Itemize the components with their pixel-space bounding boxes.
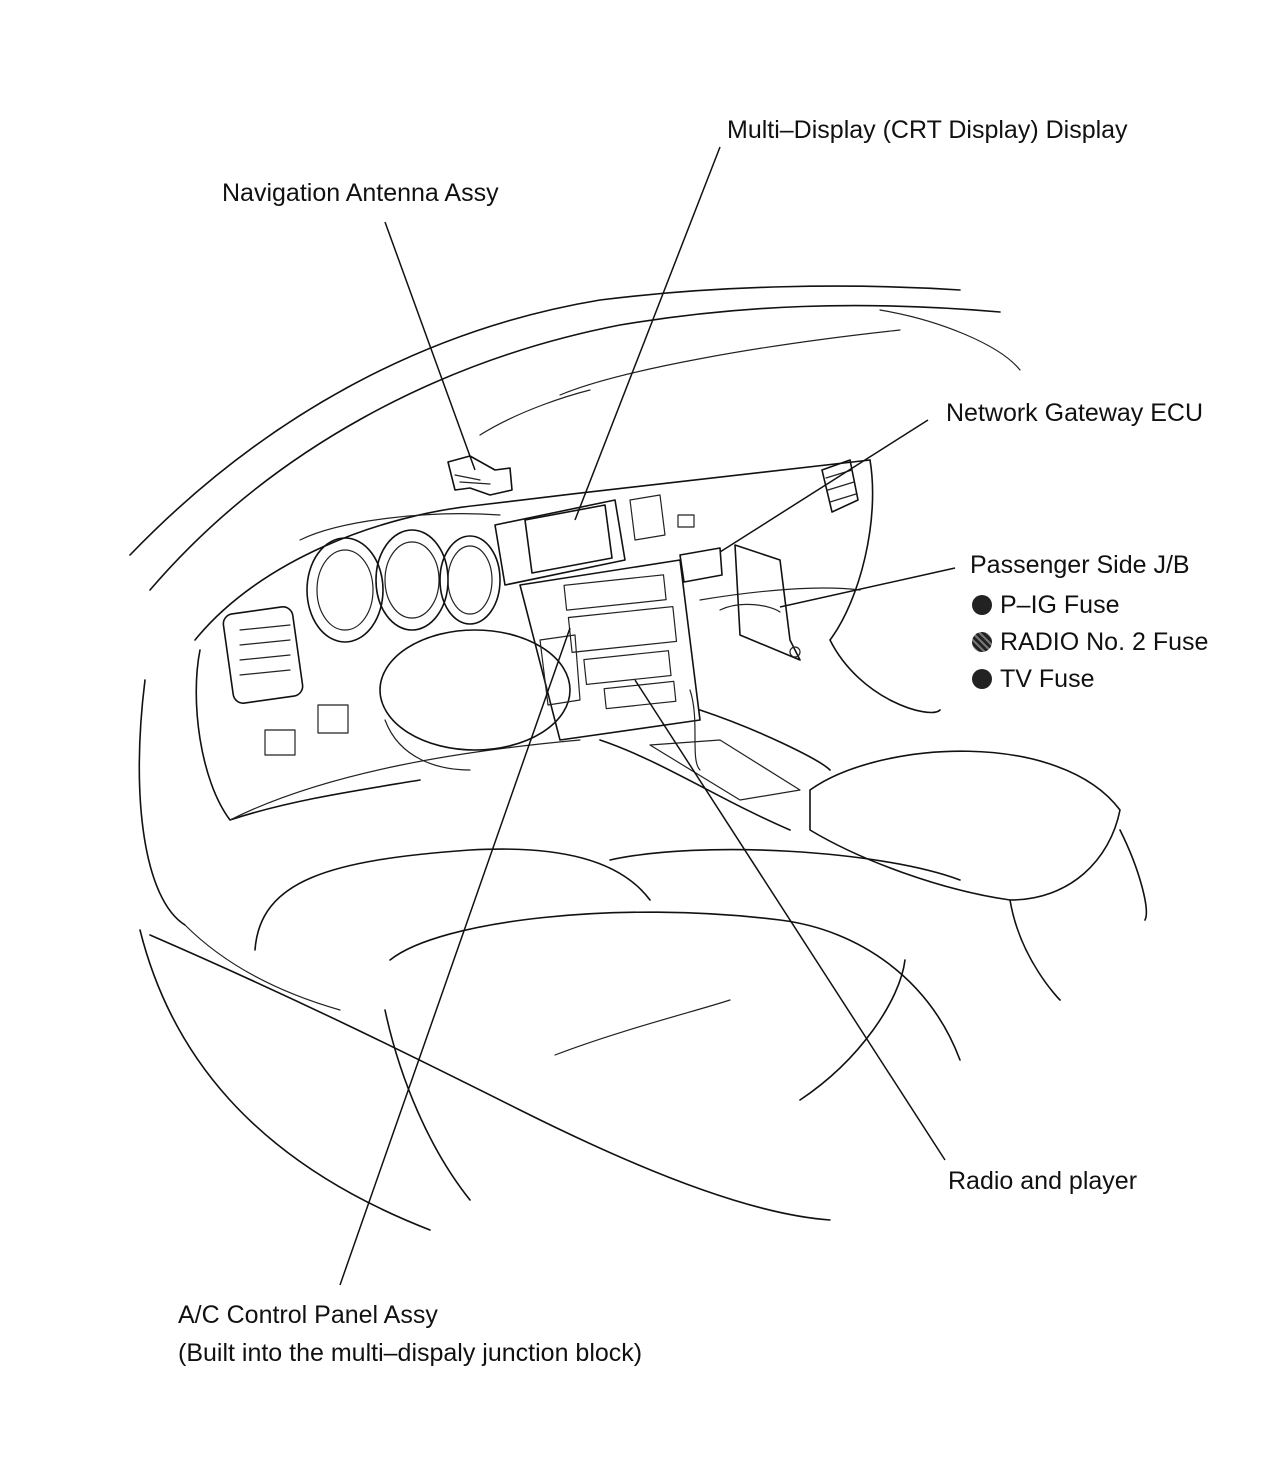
center-console (599, 689, 831, 831)
fuse-label: P–IG Fuse (1000, 590, 1120, 619)
hatched-bullet-icon (972, 631, 992, 652)
instrument-cluster (299, 513, 501, 643)
fuse-item: RADIO No. 2 Fuse (972, 623, 1208, 660)
solid-bullet-icon (972, 668, 992, 689)
armrest (809, 750, 1148, 1001)
leader-radio-player (634, 679, 946, 1161)
navigation-antenna (447, 455, 513, 496)
label-radio-player: Radio and player (948, 1167, 1138, 1195)
label-passenger-jb: Passenger Side J/B (970, 551, 1190, 579)
label-multi-display: Multi–Display (CRT Display) Display (727, 116, 1128, 144)
fuse-label: RADIO No. 2 Fuse (1000, 627, 1209, 656)
fuse-label: TV Fuse (1000, 664, 1095, 693)
leader-lines (339, 146, 956, 1286)
dashboard-outline (194, 459, 941, 821)
leader-ac-panel (339, 627, 571, 1286)
leader-gateway-ecu (719, 419, 929, 553)
label-navigation-antenna: Navigation Antenna Assy (222, 179, 499, 207)
fuse-item: TV Fuse (972, 660, 1208, 697)
solid-bullet-icon (972, 594, 992, 615)
right-side-components (679, 459, 859, 661)
multi-display-screen (494, 494, 695, 586)
leader-nav-antenna (384, 221, 476, 471)
fuse-item: P–IG Fuse (972, 586, 1208, 623)
label-ac-control-panel: A/C Control Panel Assy (178, 1301, 438, 1329)
label-ac-control-panel-note: (Built into the multi–dispaly junction b… (178, 1339, 643, 1367)
leader-multi-display (574, 146, 721, 521)
label-network-gateway-ecu: Network Gateway ECU (946, 399, 1204, 427)
steering-hub (379, 629, 571, 771)
leader-passenger-jb (779, 567, 956, 608)
center-stack (519, 559, 701, 741)
front-seats (254, 848, 961, 1201)
left-vent (222, 606, 349, 756)
fuse-list: P–IG Fuse RADIO No. 2 Fuse TV Fuse (972, 586, 1208, 697)
windshield-outline (129, 285, 1021, 591)
door-outline (138, 679, 831, 1231)
